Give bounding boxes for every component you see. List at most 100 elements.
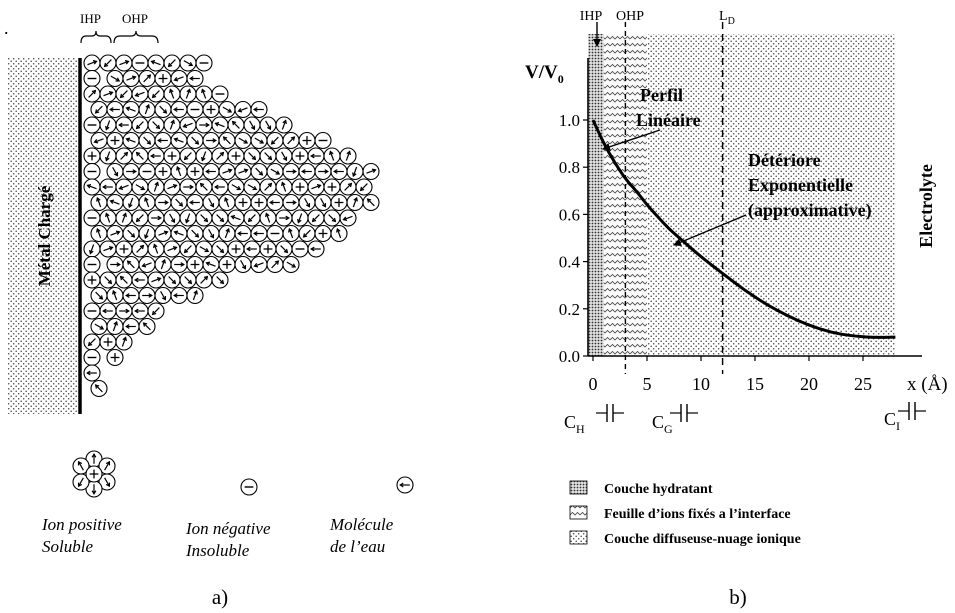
legend-swatch-diffuse	[569, 530, 588, 545]
water-molecule-icon	[147, 302, 165, 320]
potential-curve	[591, 119, 896, 339]
negative-ion-icon	[291, 240, 309, 258]
water-molecule-icon	[131, 147, 149, 165]
water-molecule-icon	[291, 209, 309, 227]
water-molecule-icon	[147, 178, 165, 196]
positive-ion-icon	[323, 178, 341, 196]
ohp-bracket	[113, 30, 159, 44]
water-molecule-icon	[98, 473, 116, 491]
water-molecule-icon	[115, 302, 133, 320]
water-molecule-icon	[138, 286, 156, 305]
x-tick-label: 20	[800, 374, 818, 394]
water-molecule-icon	[115, 333, 133, 351]
water-molecule-icon	[138, 224, 156, 243]
ld-label: LD	[719, 9, 735, 27]
stray-dot: .	[4, 18, 9, 38]
positive-ion-icon	[291, 147, 309, 165]
capacitor-i-label: CI	[884, 409, 900, 433]
legend-water-icon	[396, 476, 414, 494]
water-molecule-icon	[250, 100, 268, 119]
water-molecule-icon	[163, 271, 181, 289]
water-molecule-icon	[170, 100, 188, 119]
water-molecule-icon	[396, 476, 414, 494]
water-molecule-icon	[179, 116, 197, 134]
water-molecule-icon	[282, 162, 300, 181]
negative-ion-icon	[83, 116, 101, 134]
water-molecule-icon	[122, 317, 140, 336]
negative-ion-icon	[83, 162, 101, 181]
water-molecule-icon	[163, 116, 181, 134]
water-molecule-icon	[282, 224, 300, 243]
negative-ion-icon	[83, 348, 101, 367]
annotation-linear-line1: Perfil	[640, 85, 683, 105]
water-molecule-icon	[195, 85, 213, 103]
positive-ion-icon	[298, 131, 316, 150]
water-molecule-icon	[85, 480, 103, 498]
water-molecule-icon	[259, 116, 277, 134]
water-molecule-icon	[202, 255, 220, 274]
water-molecule-icon	[275, 147, 293, 165]
positive-ion-icon	[154, 69, 172, 88]
positive-ion-icon	[227, 147, 245, 165]
legend-swatch-hydrated	[569, 480, 588, 495]
positive-ion-icon	[250, 193, 268, 212]
water-molecule-icon	[307, 240, 325, 258]
water-molecule-icon	[275, 116, 293, 134]
water-molecule-icon	[131, 302, 149, 320]
water-molecule-icon	[275, 240, 293, 258]
water-molecule-icon	[99, 85, 117, 103]
water-molecule-icon	[259, 209, 277, 227]
water-molecule-icon	[122, 193, 140, 212]
water-molecule-icon	[147, 85, 165, 103]
water-molecule-icon	[131, 209, 149, 227]
water-molecule-icon	[170, 255, 188, 274]
water-molecule-icon	[186, 69, 204, 88]
water-molecule-icon	[115, 178, 133, 196]
water-molecule-icon	[227, 178, 245, 196]
water-molecule-icon	[195, 240, 213, 258]
water-molecule-icon	[106, 193, 124, 212]
negative-ion-icon	[138, 162, 156, 181]
caption-b: b)	[729, 585, 747, 609]
water-molecule-icon	[170, 162, 188, 181]
capacitor-h-icon	[596, 404, 624, 422]
water-molecule-icon	[218, 100, 236, 119]
water-molecule-icon	[163, 209, 181, 227]
water-molecule-icon	[106, 255, 124, 274]
metal-label: Métal Chargé	[35, 185, 54, 286]
water-molecule-icon	[163, 240, 181, 258]
water-molecule-icon	[131, 178, 149, 196]
positive-ion-icon	[115, 240, 133, 258]
water-molecule-icon	[106, 100, 124, 119]
water-molecule-icon	[330, 162, 348, 181]
molecule-cloud	[83, 54, 380, 398]
water-molecule-icon	[179, 178, 197, 196]
water-molecule-icon	[227, 116, 245, 134]
water-molecule-icon	[275, 209, 293, 227]
positive-ion-icon	[99, 333, 117, 351]
water-molecule-icon	[154, 131, 172, 150]
water-molecule-icon	[115, 147, 133, 165]
water-molecule-icon	[307, 209, 325, 227]
water-molecule-icon	[282, 131, 300, 150]
capacitor-g-icon	[670, 404, 698, 422]
water-molecule-icon	[83, 364, 101, 382]
metal-region	[8, 58, 78, 414]
water-molecule-icon	[163, 85, 181, 103]
water-molecule-icon	[243, 240, 261, 258]
water-molecule-icon	[99, 240, 117, 258]
water-molecule-icon	[106, 224, 124, 243]
water-molecule-icon	[154, 286, 172, 305]
water-molecule-icon	[106, 162, 124, 181]
water-molecule-icon	[147, 116, 165, 134]
water-molecule-icon	[202, 131, 220, 150]
annotation-exp-line3: (approximative)	[748, 200, 872, 221]
water-molecule-icon	[323, 209, 341, 227]
water-molecule-icon	[83, 333, 101, 351]
y-tick-label: 0.4	[559, 253, 581, 272]
water-molecule-icon	[163, 178, 181, 196]
water-molecule-icon	[83, 178, 101, 196]
water-molecule-icon	[154, 193, 172, 212]
water-molecule-icon	[314, 193, 332, 212]
